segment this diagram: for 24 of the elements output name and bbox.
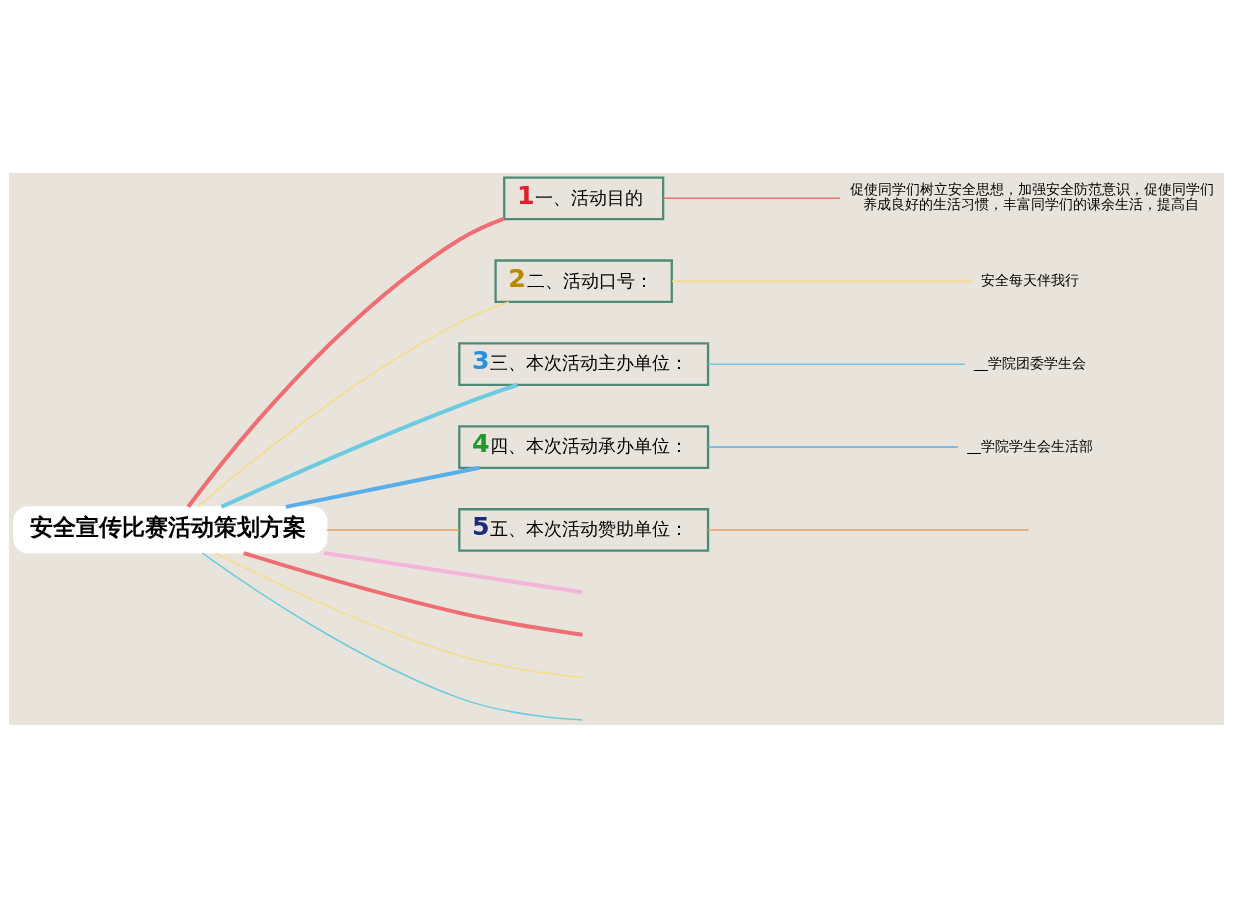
node-box: 2二、活动口号： — [494, 258, 673, 303]
connector — [285, 465, 480, 509]
connector — [323, 550, 583, 594]
connector — [707, 528, 1030, 531]
connector — [214, 551, 584, 678]
connector — [186, 216, 505, 508]
node-text: __学院学生会生活部 — [967, 437, 1093, 454]
node-box: 4四、本次活动承办单位： — [458, 424, 710, 469]
node-box: 3三、本次活动主办单位： — [458, 341, 710, 386]
connector — [197, 300, 510, 507]
connector — [220, 382, 518, 509]
connector — [243, 550, 583, 637]
connector — [662, 197, 841, 199]
node-box: 1一、活动目的 — [503, 175, 665, 220]
node-text: 安全每天伴我行 — [980, 271, 1079, 288]
connector — [201, 551, 584, 721]
connector — [326, 528, 460, 531]
node-box: 安全宣传比赛活动策划方案 — [13, 505, 328, 554]
connector — [707, 362, 966, 365]
node-box: 5五、本次活动赞助单位： — [458, 507, 710, 552]
node-text: __学院团委学生会 — [974, 354, 1086, 371]
connector — [671, 280, 973, 282]
connector — [707, 445, 959, 448]
node-text: 促使同学们树立安全思想，加强安全防范意识，促使同学们养成良好的生活习惯，丰富同学们的课余生活，提高自 — [849, 180, 1214, 212]
